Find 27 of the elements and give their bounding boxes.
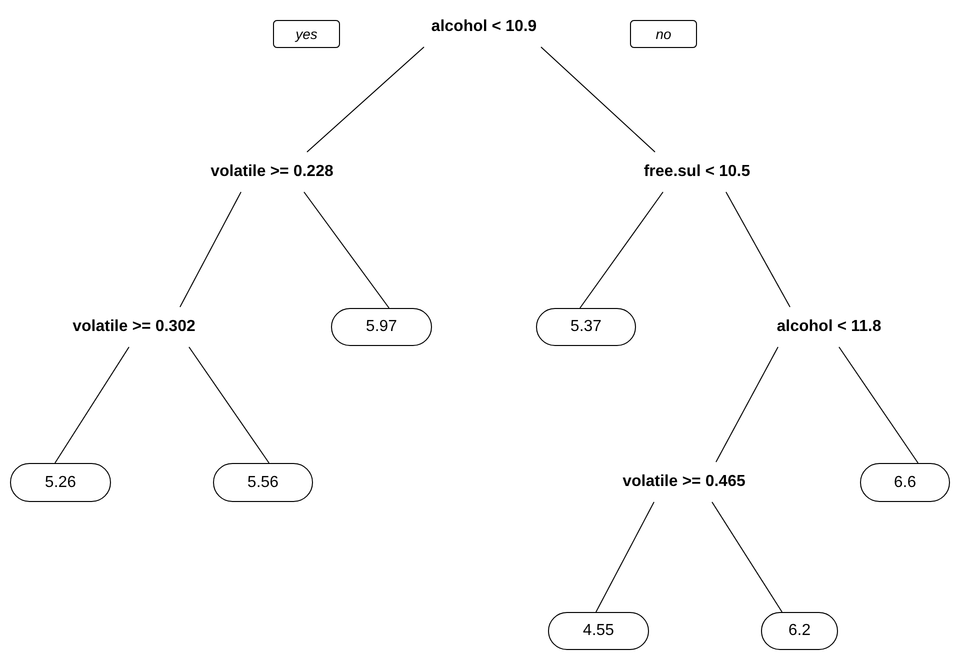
leaf-value: 5.97 bbox=[331, 308, 432, 346]
leaf-value: 5.56 bbox=[213, 463, 313, 502]
branch-line bbox=[726, 192, 790, 308]
branch-line bbox=[188, 346, 270, 464]
leaf-value: 4.55 bbox=[548, 612, 649, 650]
branch-line bbox=[180, 192, 242, 308]
split-condition: alcohol < 10.9 bbox=[394, 7, 574, 47]
branch-line bbox=[716, 346, 778, 462]
leaf-value: 6.6 bbox=[860, 463, 950, 502]
branch-line bbox=[304, 192, 390, 308]
branch-line bbox=[712, 502, 782, 612]
split-condition: volatile >= 0.228 bbox=[182, 152, 362, 192]
split-condition: volatile >= 0.465 bbox=[594, 462, 774, 502]
split-condition: volatile >= 0.302 bbox=[44, 307, 224, 347]
branch-line bbox=[540, 46, 656, 152]
split-condition: alcohol < 11.8 bbox=[739, 307, 919, 347]
leaf-value: 5.26 bbox=[10, 463, 111, 502]
branch-line bbox=[306, 46, 424, 152]
branch-line bbox=[596, 502, 654, 612]
branch-tag: yes bbox=[273, 20, 340, 48]
leaf-value: 5.37 bbox=[536, 308, 636, 346]
leaf-value: 6.2 bbox=[761, 612, 838, 650]
split-condition: free.sul < 10.5 bbox=[607, 152, 787, 192]
branch-line bbox=[54, 346, 130, 464]
branch-line bbox=[580, 192, 664, 308]
branch-tag: no bbox=[630, 20, 697, 48]
branch-line bbox=[838, 346, 918, 464]
